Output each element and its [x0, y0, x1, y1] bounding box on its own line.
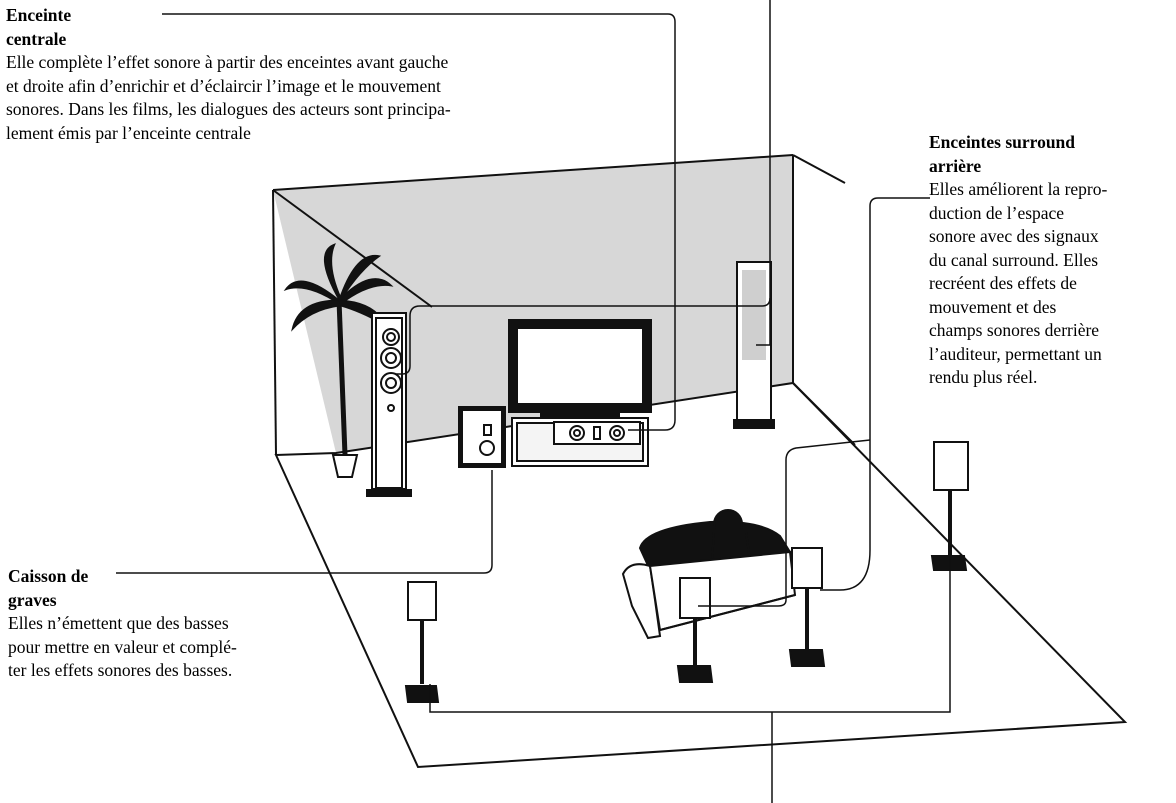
- center-speaker-line: Elle complète l’effet sonore à partir de…: [6, 52, 449, 72]
- surround-back-line: duction de l’espace: [929, 202, 1065, 223]
- surround-back-line: l’auditeur, permettant un: [929, 343, 1102, 364]
- callout-lines: [116, 0, 951, 803]
- center-speaker-line: lement émis par l’enceinte centrale: [6, 122, 251, 143]
- surround-back-line: rendu plus réel.: [929, 367, 1038, 387]
- front-left-speaker: [366, 312, 412, 497]
- center-speaker-description: Enceinte centrale Elle complète l’effet …: [6, 4, 606, 145]
- surround-back-title-1: Enceintes surround: [929, 132, 1076, 152]
- right-wall: [793, 155, 920, 420]
- center-speaker-line: sonores. Dans les films, les dialogues d…: [6, 99, 451, 119]
- subwoofer-description: Caisson de graves Elles n’émettent que d…: [8, 565, 308, 683]
- center-speaker-title-1: Enceinte: [6, 5, 72, 25]
- subwoofer-title-1: Caisson de: [8, 566, 89, 586]
- surround-back-left-speaker: [676, 577, 714, 683]
- callout-front-right: [756, 298, 771, 346]
- surround-back-line: Elles améliorent la repro-: [929, 179, 1108, 199]
- front-right-speaker: [733, 261, 775, 429]
- subwoofer-line: Elles n’émettent que des basses: [8, 613, 229, 633]
- center-speaker-title-2: centrale: [6, 28, 67, 49]
- surround-right-speaker: [930, 441, 969, 571]
- palm-plant: [283, 243, 394, 478]
- surround-back-line: mouvement et des: [929, 296, 1057, 317]
- center-speaker-line: et droite afin d’enrichir et d’éclaircir…: [6, 75, 441, 96]
- callout-center: [162, 13, 676, 431]
- callout-surround: [429, 490, 951, 713]
- surround-back-line: champs sonores derrière: [929, 320, 1100, 340]
- subwoofer-line: pour mettre en valeur et complé-: [8, 636, 237, 657]
- surround-back-line: du canal surround. Elles: [929, 249, 1099, 270]
- surround-back-description: Enceintes surround arrière Elles amélior…: [929, 131, 1176, 390]
- callout-subwoofer: [116, 470, 493, 574]
- surround-back-title-2: arrière: [929, 155, 982, 176]
- surround-back-right-speaker: [788, 547, 826, 667]
- room-edges: [272, 154, 856, 456]
- callout-front: [396, 0, 771, 375]
- center-speaker: [553, 421, 641, 445]
- subwoofer-speaker: [458, 406, 506, 468]
- surround-back-line: sonore avec des signaux: [929, 226, 1099, 246]
- surround-back-line: recréent des effets de: [929, 273, 1077, 293]
- callout-surround-back-2: [698, 439, 871, 607]
- subwoofer-title-2: graves: [8, 589, 57, 610]
- subwoofer-line: ter les effets sonores des basses.: [8, 660, 233, 680]
- callout-surround-back: [820, 197, 930, 591]
